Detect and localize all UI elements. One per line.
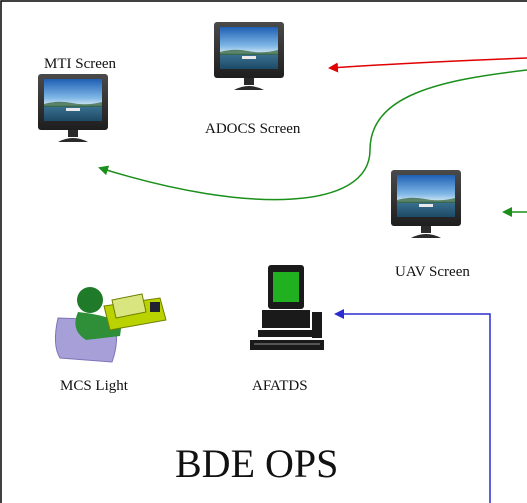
adocs-monitor-icon: [214, 22, 284, 90]
adocs-screen-label: ADOCS Screen: [205, 121, 301, 137]
diagram-title: BDE OPS: [175, 441, 339, 486]
afatds-label: AFATDS: [252, 378, 308, 394]
connector-afatds: [334, 309, 491, 503]
connector-adocs: [328, 57, 527, 73]
mti-monitor-icon: [38, 74, 108, 142]
uav-screen-label: UAV Screen: [395, 264, 470, 280]
afatds-terminal-icon: [250, 265, 324, 350]
uav-monitor-icon: [391, 170, 461, 238]
mcs-light-workstation-icon: [54, 287, 167, 363]
mti-screen-label: MTI Screen: [44, 56, 117, 72]
mcs-light-label: MCS Light: [60, 378, 128, 394]
connector-mti: [98, 69, 527, 201]
